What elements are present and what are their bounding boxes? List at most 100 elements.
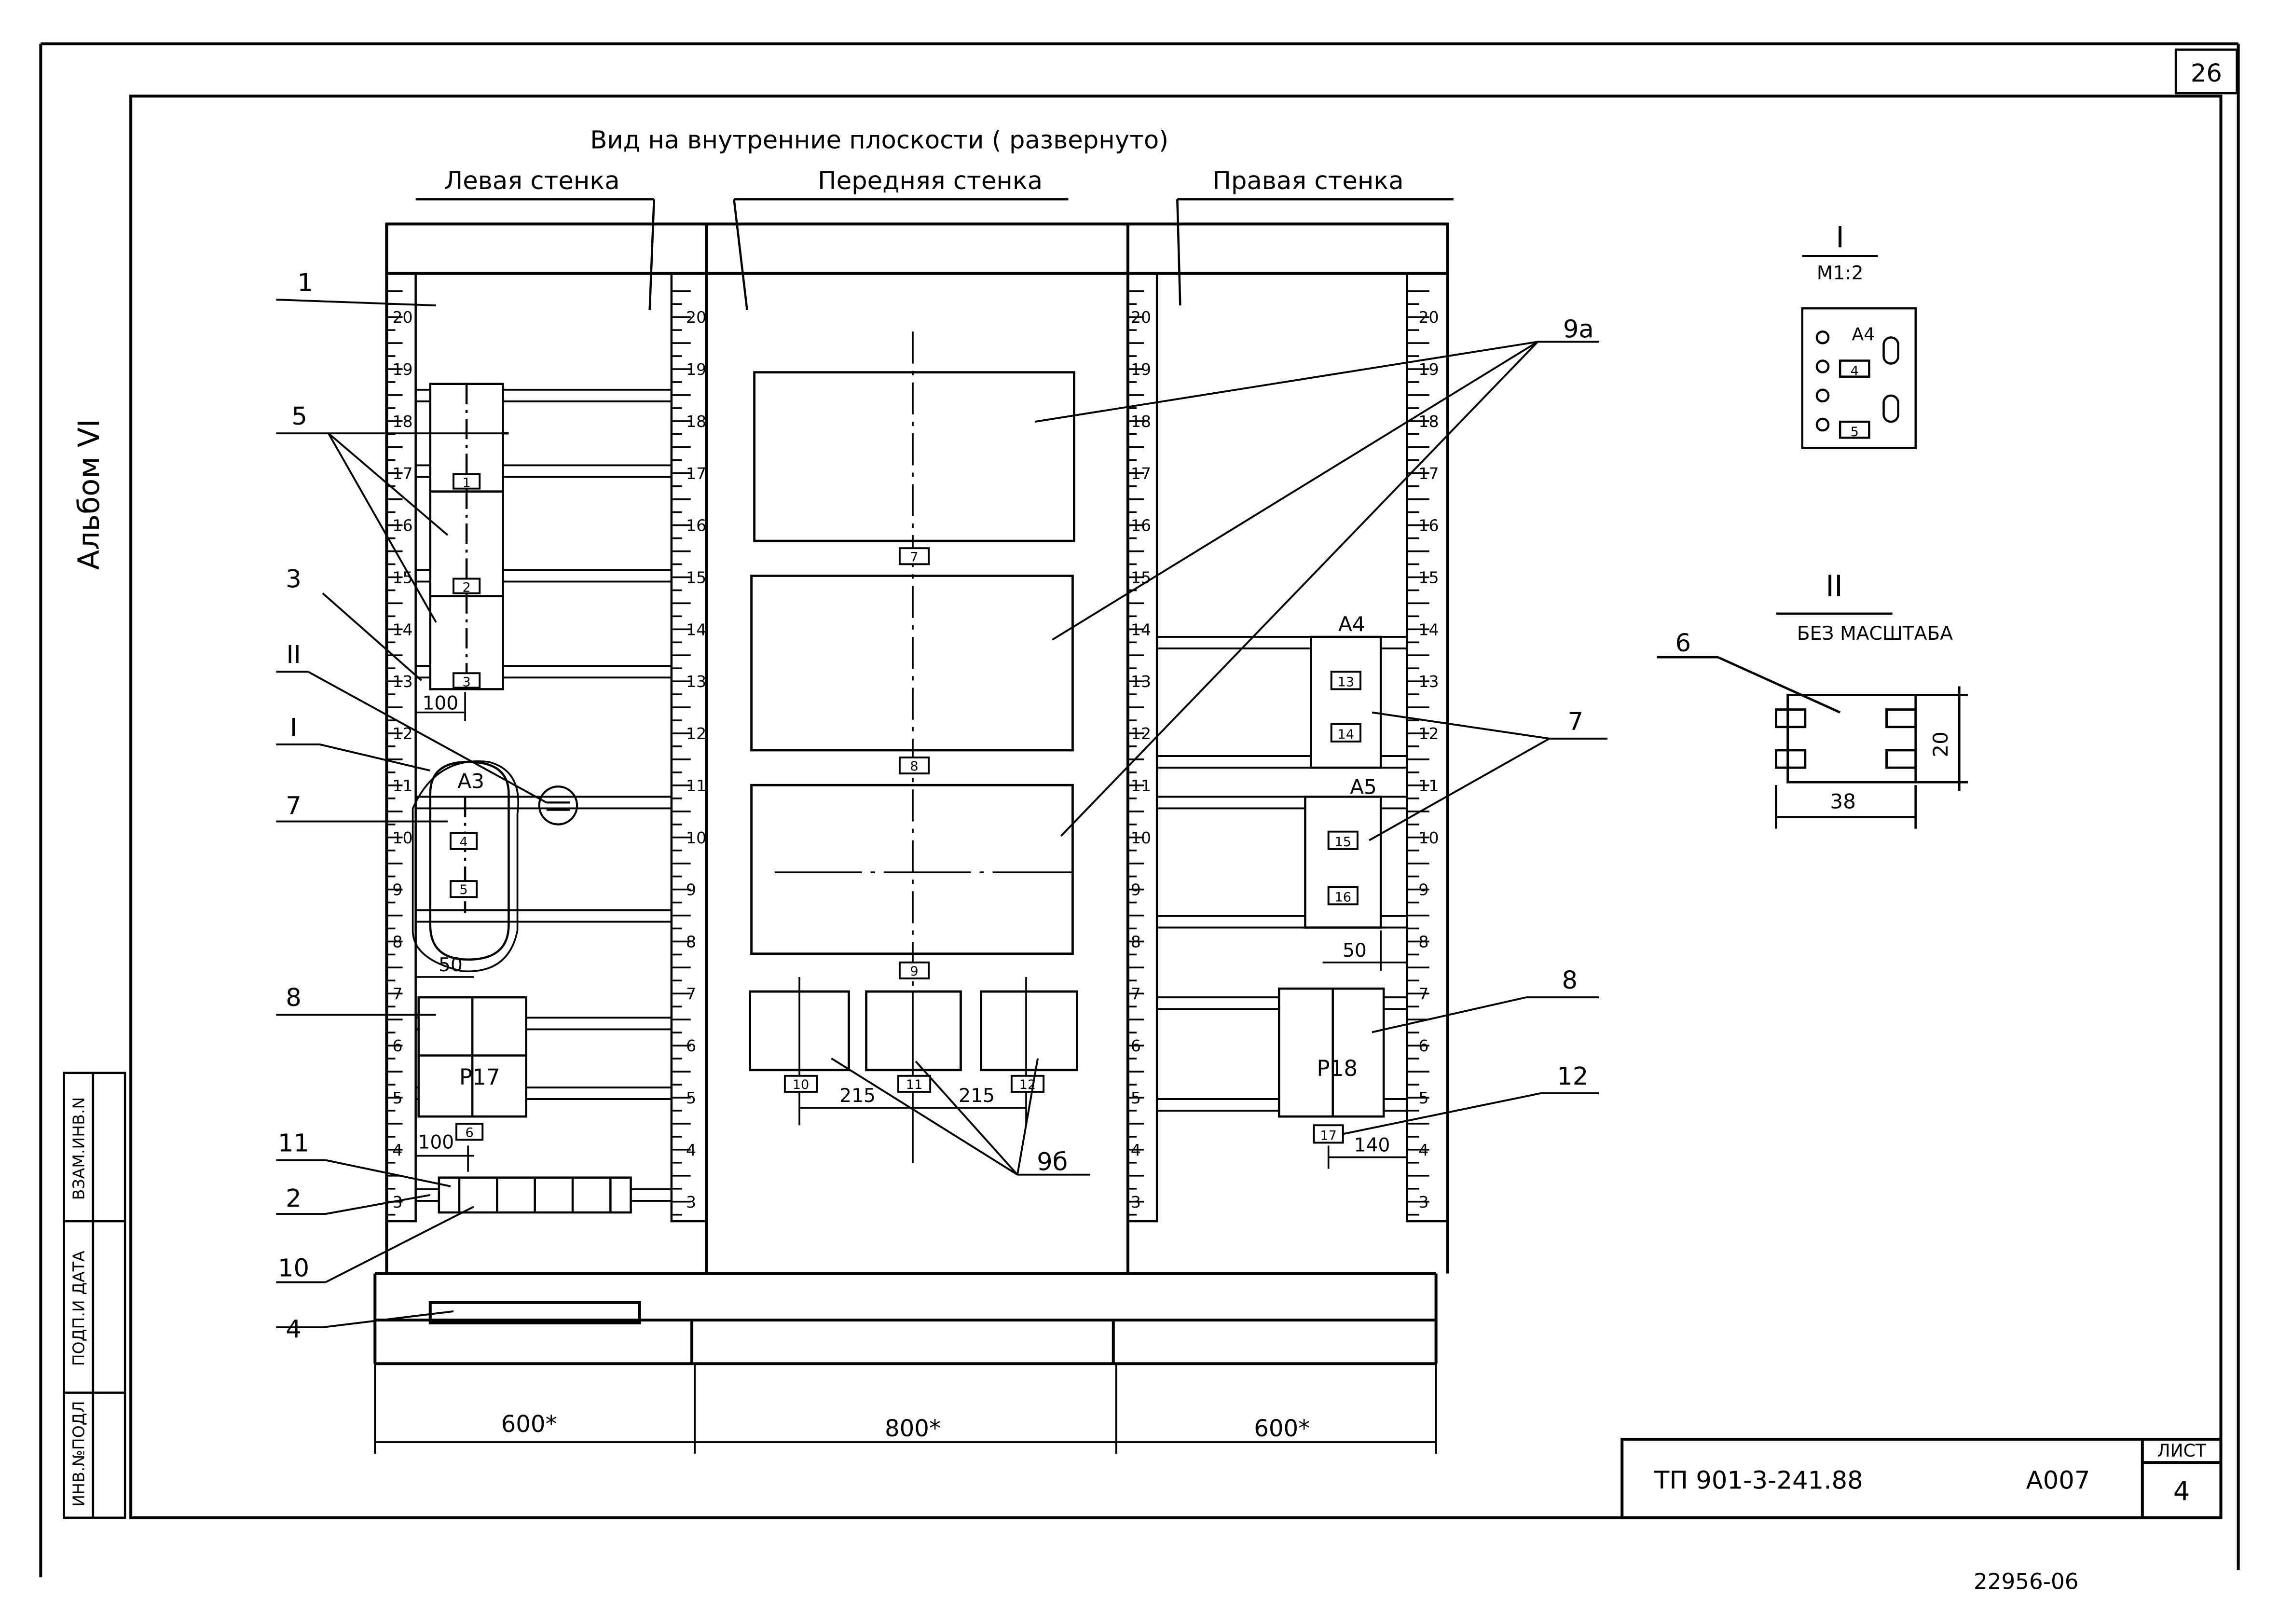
ruler-ticks: [386, 290, 1429, 1216]
ruler-label: 20: [686, 308, 706, 327]
callout-1: 1: [297, 268, 313, 297]
callout-9a: 9a: [1563, 315, 1594, 344]
tag-box-1: [453, 473, 481, 490]
ruler-label: 6: [686, 1036, 696, 1055]
tag-box-9: [898, 961, 930, 979]
ruler-label: 3: [1418, 1193, 1428, 1211]
sheet-corner-number: 26: [2191, 59, 2222, 88]
device-a4-label: A4: [1338, 612, 1365, 636]
module-stack-5: [429, 383, 509, 690]
callout-2: 2: [286, 1184, 302, 1213]
width-left: 600*: [501, 1411, 557, 1438]
ruler-label: 11: [1418, 776, 1439, 795]
callout-12: 12: [1557, 1062, 1588, 1091]
ruler-label: 5: [686, 1088, 696, 1107]
ruler-label: 16: [392, 516, 412, 535]
callout-8-right: 8: [1562, 966, 1578, 995]
dim-215-a: 215: [839, 1085, 876, 1107]
width-dimension-lines: [374, 1363, 1437, 1454]
tag-box-6: [455, 1123, 484, 1141]
tag-box-5: [449, 880, 478, 898]
ruler-label: 15: [392, 568, 412, 587]
tag-7: 7: [910, 550, 918, 564]
dim-50-left-lines: [414, 959, 474, 986]
side-stamp: [63, 1072, 126, 1519]
ruler-label: 7: [1418, 984, 1428, 1003]
title-block-part: А007: [2026, 1466, 2090, 1495]
title-left-wall: Левая стенка: [444, 166, 620, 195]
device-a5-label: A5: [1350, 775, 1377, 798]
ruler-label: 13: [1131, 672, 1151, 691]
callout-9b: 9б: [1037, 1148, 1068, 1177]
dim-100-top: 100: [422, 693, 458, 715]
tag-box-8: [898, 757, 930, 775]
detail-ii-profile: [1657, 656, 1968, 829]
ruler-label: 8: [1418, 932, 1428, 951]
tag-box-17: [1313, 1124, 1344, 1144]
tag-box-7: [898, 547, 930, 565]
device-p17: [417, 996, 527, 1118]
detail-i-tag-b: 5: [1851, 425, 1859, 440]
ruler-label: 5: [1131, 1088, 1141, 1107]
detail-ii-marker: [538, 785, 578, 826]
device-p18-label: P18: [1317, 1056, 1358, 1081]
tag-box-4: [449, 832, 478, 850]
tag-box-13: [1330, 671, 1361, 690]
width-right: 600*: [1254, 1415, 1310, 1442]
ruler-label: 6: [1131, 1036, 1141, 1055]
dim-215-b: 215: [959, 1085, 995, 1107]
front-panels-9b: [749, 977, 1078, 1163]
ruler-label: 14: [392, 620, 412, 639]
ruler-label: 19: [392, 360, 412, 379]
ruler-label: 12: [1131, 724, 1151, 743]
ruler-label: 10: [1418, 828, 1439, 847]
title-right-wall: Правая стенка: [1212, 166, 1403, 195]
tag-4: 4: [459, 835, 467, 850]
ruler-label: 16: [686, 516, 706, 535]
ruler-label: 20: [1418, 308, 1439, 327]
ruler-label: 19: [1131, 360, 1151, 379]
title-block-code: ТП 901-3-241.88: [1654, 1466, 1863, 1495]
ruler-label: 9: [1418, 881, 1428, 899]
callout-5: 5: [291, 402, 307, 431]
tag-17: 17: [1320, 1128, 1337, 1143]
tag-3: 3: [462, 674, 470, 689]
tag-5: 5: [459, 882, 467, 897]
leader-lines: [276, 299, 1608, 1328]
ruler-label: 3: [686, 1193, 696, 1211]
ruler-label: 18: [1418, 412, 1439, 431]
title-block-sheet-label: ЛИСТ: [2157, 1440, 2206, 1461]
ruler-label: 13: [686, 672, 706, 691]
detail-i-title: I: [1836, 221, 1844, 255]
ruler-label: 18: [1131, 412, 1151, 431]
tag-box-10: [783, 1074, 818, 1093]
tag-14: 14: [1338, 727, 1355, 742]
tag-15: 15: [1335, 835, 1351, 850]
terminal-block: [438, 1176, 632, 1214]
callout-roman-i: I: [290, 713, 297, 742]
title-underlines: [415, 198, 1454, 310]
tag-box-3: [453, 672, 481, 689]
device-a4: [1310, 635, 1382, 769]
ruler-label: 7: [392, 984, 402, 1003]
tag-6: 6: [465, 1125, 473, 1140]
ruler-label: 5: [392, 1088, 402, 1107]
front-panels-9a: [750, 331, 1075, 989]
ruler-label: 10: [392, 828, 412, 847]
ruler-label: 19: [1418, 360, 1439, 379]
stamp-cell-inv: ИНВ.№ПОДЛ: [69, 1401, 88, 1507]
ruler-labels: 2019181716151413121110987654320191817161…: [392, 308, 1439, 1211]
rulers: [385, 272, 1449, 1223]
dim-100-bottom: 100: [418, 1131, 454, 1153]
ruler-label: 15: [1131, 568, 1151, 587]
tag-1: 1: [462, 476, 470, 491]
tag-16: 16: [1335, 890, 1351, 905]
ruler-label: 20: [1131, 308, 1151, 327]
dim-100-top-lines: [414, 692, 466, 721]
ruler-label: 12: [686, 724, 706, 743]
tag-box-14: [1330, 723, 1361, 743]
detail-i-label: A4: [1852, 324, 1875, 344]
ruler-label: 9: [1131, 881, 1141, 899]
dim-140-lines: [1327, 1145, 1407, 1169]
